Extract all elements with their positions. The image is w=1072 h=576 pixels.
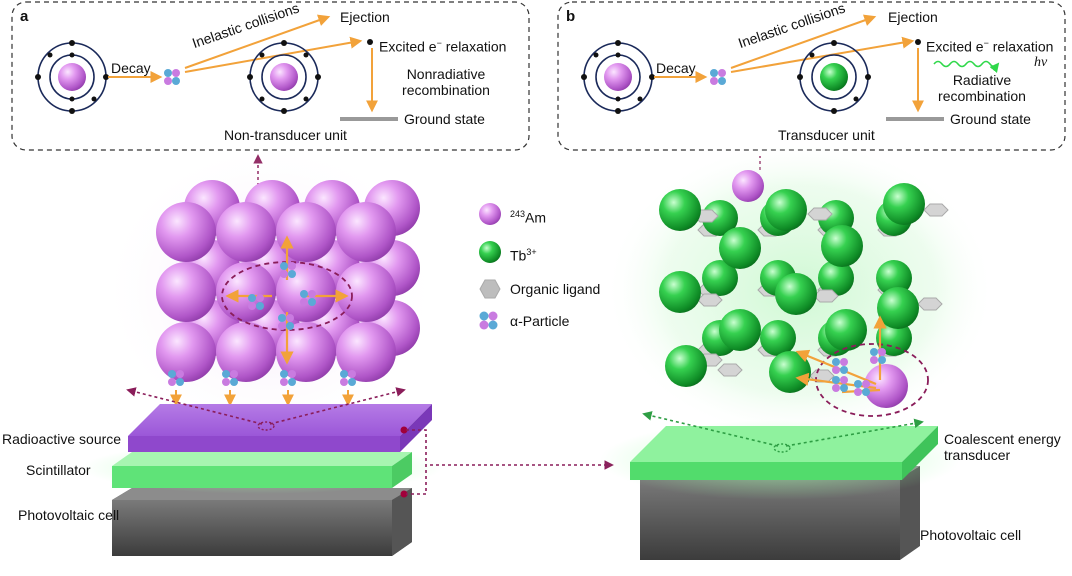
legend bbox=[479, 203, 501, 330]
panel-a-decay-label: Decay bbox=[111, 60, 151, 76]
panel-b bbox=[557, 1, 1066, 151]
layer-pv-right-label: Photovoltaic cell bbox=[920, 527, 1022, 543]
panel-a-ejection-label: Ejection bbox=[340, 9, 390, 25]
panel-b-ground-label: Ground state bbox=[950, 111, 1031, 127]
legend-ligand-swatch bbox=[479, 279, 501, 299]
panel-b-letter: b bbox=[566, 8, 576, 25]
panel-a-frame bbox=[11, 1, 530, 151]
tb-sphere bbox=[719, 309, 761, 351]
layer-source-label: Radioactive source bbox=[2, 431, 122, 447]
tb-sphere bbox=[883, 183, 925, 225]
am-sphere bbox=[156, 262, 216, 322]
layer-pv-left-label: Photovoltaic cell bbox=[18, 507, 120, 523]
internal-alpha-arrows-right bbox=[732, 170, 929, 417]
am-sphere bbox=[216, 322, 276, 382]
legend-am-label: 243Am bbox=[510, 209, 547, 226]
tb-sphere bbox=[659, 189, 701, 231]
atom-am-decay-a bbox=[35, 40, 109, 114]
tb-sphere bbox=[765, 189, 807, 231]
ligand-hex bbox=[807, 207, 833, 221]
am-sphere bbox=[336, 202, 396, 262]
tb-sphere bbox=[702, 200, 738, 236]
tb-sphere bbox=[769, 351, 811, 393]
alpha-particle-b bbox=[710, 69, 726, 85]
legend-alpha-swatch bbox=[479, 311, 498, 330]
panel-b-decay-label: Decay bbox=[656, 60, 696, 76]
am-sphere bbox=[336, 262, 396, 322]
legend-ligand-label: Organic ligand bbox=[510, 281, 601, 297]
tb-sphere bbox=[775, 273, 817, 315]
internal-alpha-arrows-left bbox=[221, 235, 353, 365]
tb-sphere bbox=[876, 320, 912, 356]
alpha-particle-a bbox=[164, 69, 180, 85]
legend-alpha-label: α-Particle bbox=[510, 313, 570, 329]
tb-sphere bbox=[825, 309, 867, 351]
tb-sphere bbox=[719, 227, 761, 269]
atom-am-decay-b bbox=[581, 40, 655, 114]
emitted-alphas-left bbox=[168, 370, 356, 407]
photon-wave bbox=[933, 60, 1000, 73]
am-sphere bbox=[336, 322, 396, 382]
am-sphere bbox=[276, 322, 336, 382]
panel-a bbox=[11, 1, 530, 151]
ligand-hex bbox=[697, 293, 723, 307]
ligand-hex bbox=[917, 297, 943, 311]
am-sphere bbox=[216, 262, 276, 322]
ligand-hex bbox=[717, 363, 743, 377]
tb-sphere bbox=[665, 345, 707, 387]
tb-sphere bbox=[760, 320, 796, 356]
tb-sphere bbox=[821, 225, 863, 267]
panel-b-unit-label: Transducer unit bbox=[778, 127, 875, 143]
am-sphere bbox=[276, 202, 336, 262]
left-layer-stack bbox=[82, 387, 442, 556]
tb-sphere bbox=[659, 271, 701, 313]
am-sphere bbox=[216, 202, 276, 262]
ligand-hex bbox=[923, 203, 949, 217]
panel-b-excited-label: Excited e− relaxation bbox=[926, 38, 1054, 55]
panel-a-excited-label: Excited e− relaxation bbox=[379, 38, 507, 55]
tb-sphere bbox=[702, 260, 738, 296]
panel-b-hv-label: hν bbox=[1034, 55, 1048, 70]
panel-a-ground-label: Ground state bbox=[404, 111, 485, 127]
am-crystal-cube bbox=[156, 180, 420, 382]
panel-a-unit-label: Non-transducer unit bbox=[224, 127, 347, 143]
ligand-hex bbox=[813, 289, 839, 303]
am-sphere bbox=[156, 202, 216, 262]
am-sphere bbox=[156, 322, 216, 382]
legend-tb-swatch bbox=[479, 241, 501, 263]
panel-b-ejection-label: Ejection bbox=[888, 9, 938, 25]
panel-a-letter: a bbox=[20, 8, 29, 25]
legend-am-swatch bbox=[479, 203, 501, 225]
tb-sphere bbox=[877, 287, 919, 329]
right-layer-stack bbox=[600, 411, 960, 560]
tb-sphere bbox=[818, 260, 854, 296]
tb-sphere bbox=[876, 260, 912, 296]
atom-non-transducer bbox=[247, 40, 321, 114]
layer-scintillator-label: Scintillator bbox=[26, 462, 91, 478]
atom-transducer bbox=[797, 40, 871, 114]
legend-tb-label: Tb3+ bbox=[510, 247, 537, 264]
